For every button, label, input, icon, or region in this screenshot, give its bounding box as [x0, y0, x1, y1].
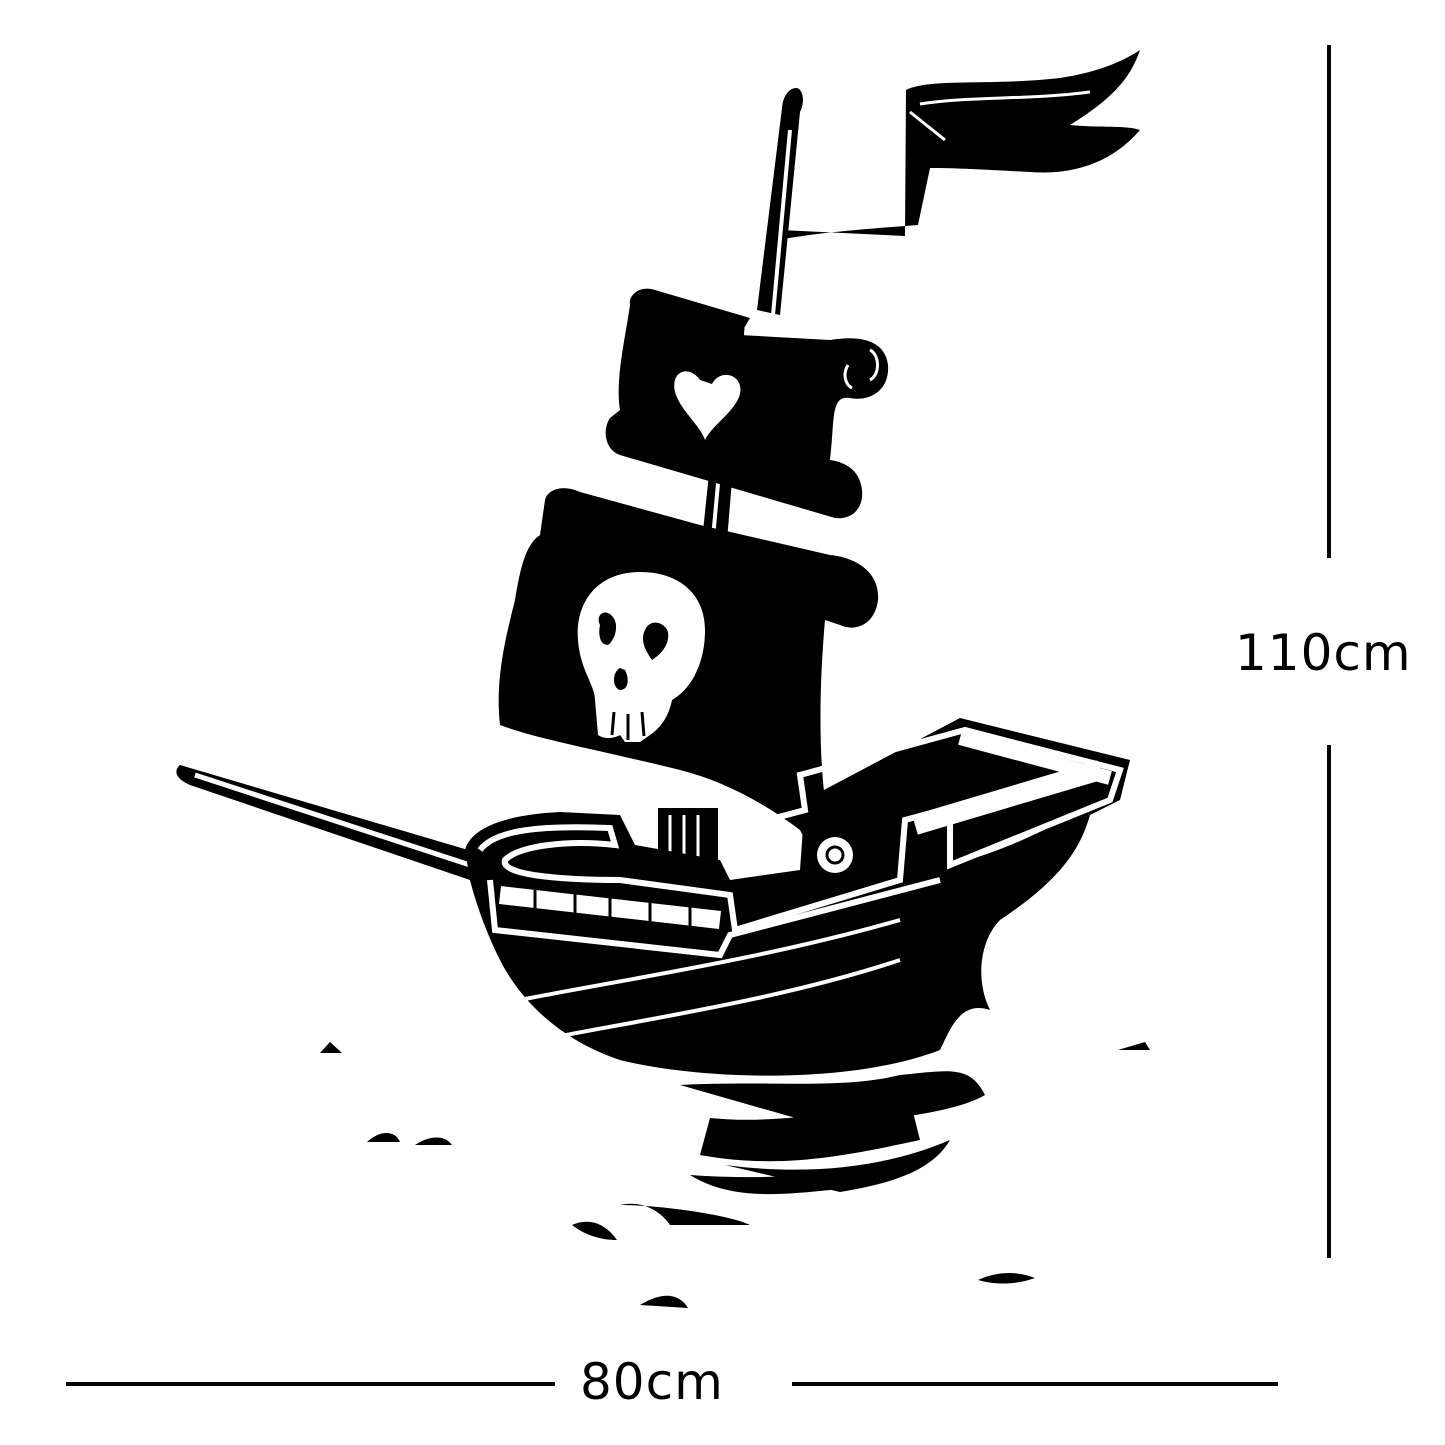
- upper-sail: [605, 288, 889, 519]
- main-sail: [498, 488, 879, 840]
- ship-hull: [465, 718, 1130, 1076]
- heart-icon: [674, 371, 741, 440]
- water-ripples: [320, 1042, 1150, 1308]
- width-dimension-label: 80cm: [580, 1353, 724, 1411]
- height-dimension-label: 110cm: [1235, 624, 1412, 682]
- pennant-flag: [775, 50, 1140, 270]
- skull-icon: [577, 572, 705, 742]
- bowsprit: [176, 765, 485, 880]
